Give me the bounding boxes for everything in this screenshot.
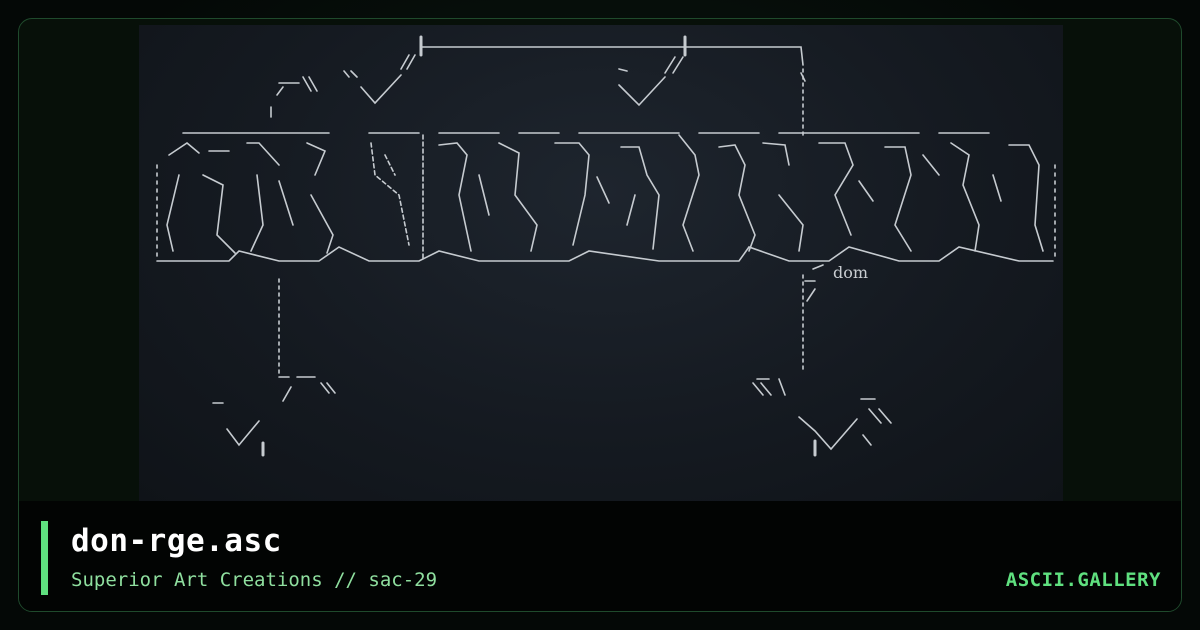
file-title: don-rge.asc [71, 523, 282, 559]
ascii-art-strokes [156, 35, 1056, 457]
accent-bar [41, 521, 48, 595]
card-frame: dom don-rge.asc Superior Art Creations /… [18, 18, 1182, 612]
artist-subtitle: Superior Art Creations // sac-29 [71, 569, 438, 591]
site-brand: ASCII.GALLERY [1005, 569, 1161, 591]
artwork-tag-text: dom [833, 263, 869, 282]
ascii-artwork: dom [139, 25, 1063, 501]
info-footer: don-rge.asc Superior Art Creations // sa… [19, 501, 1181, 611]
